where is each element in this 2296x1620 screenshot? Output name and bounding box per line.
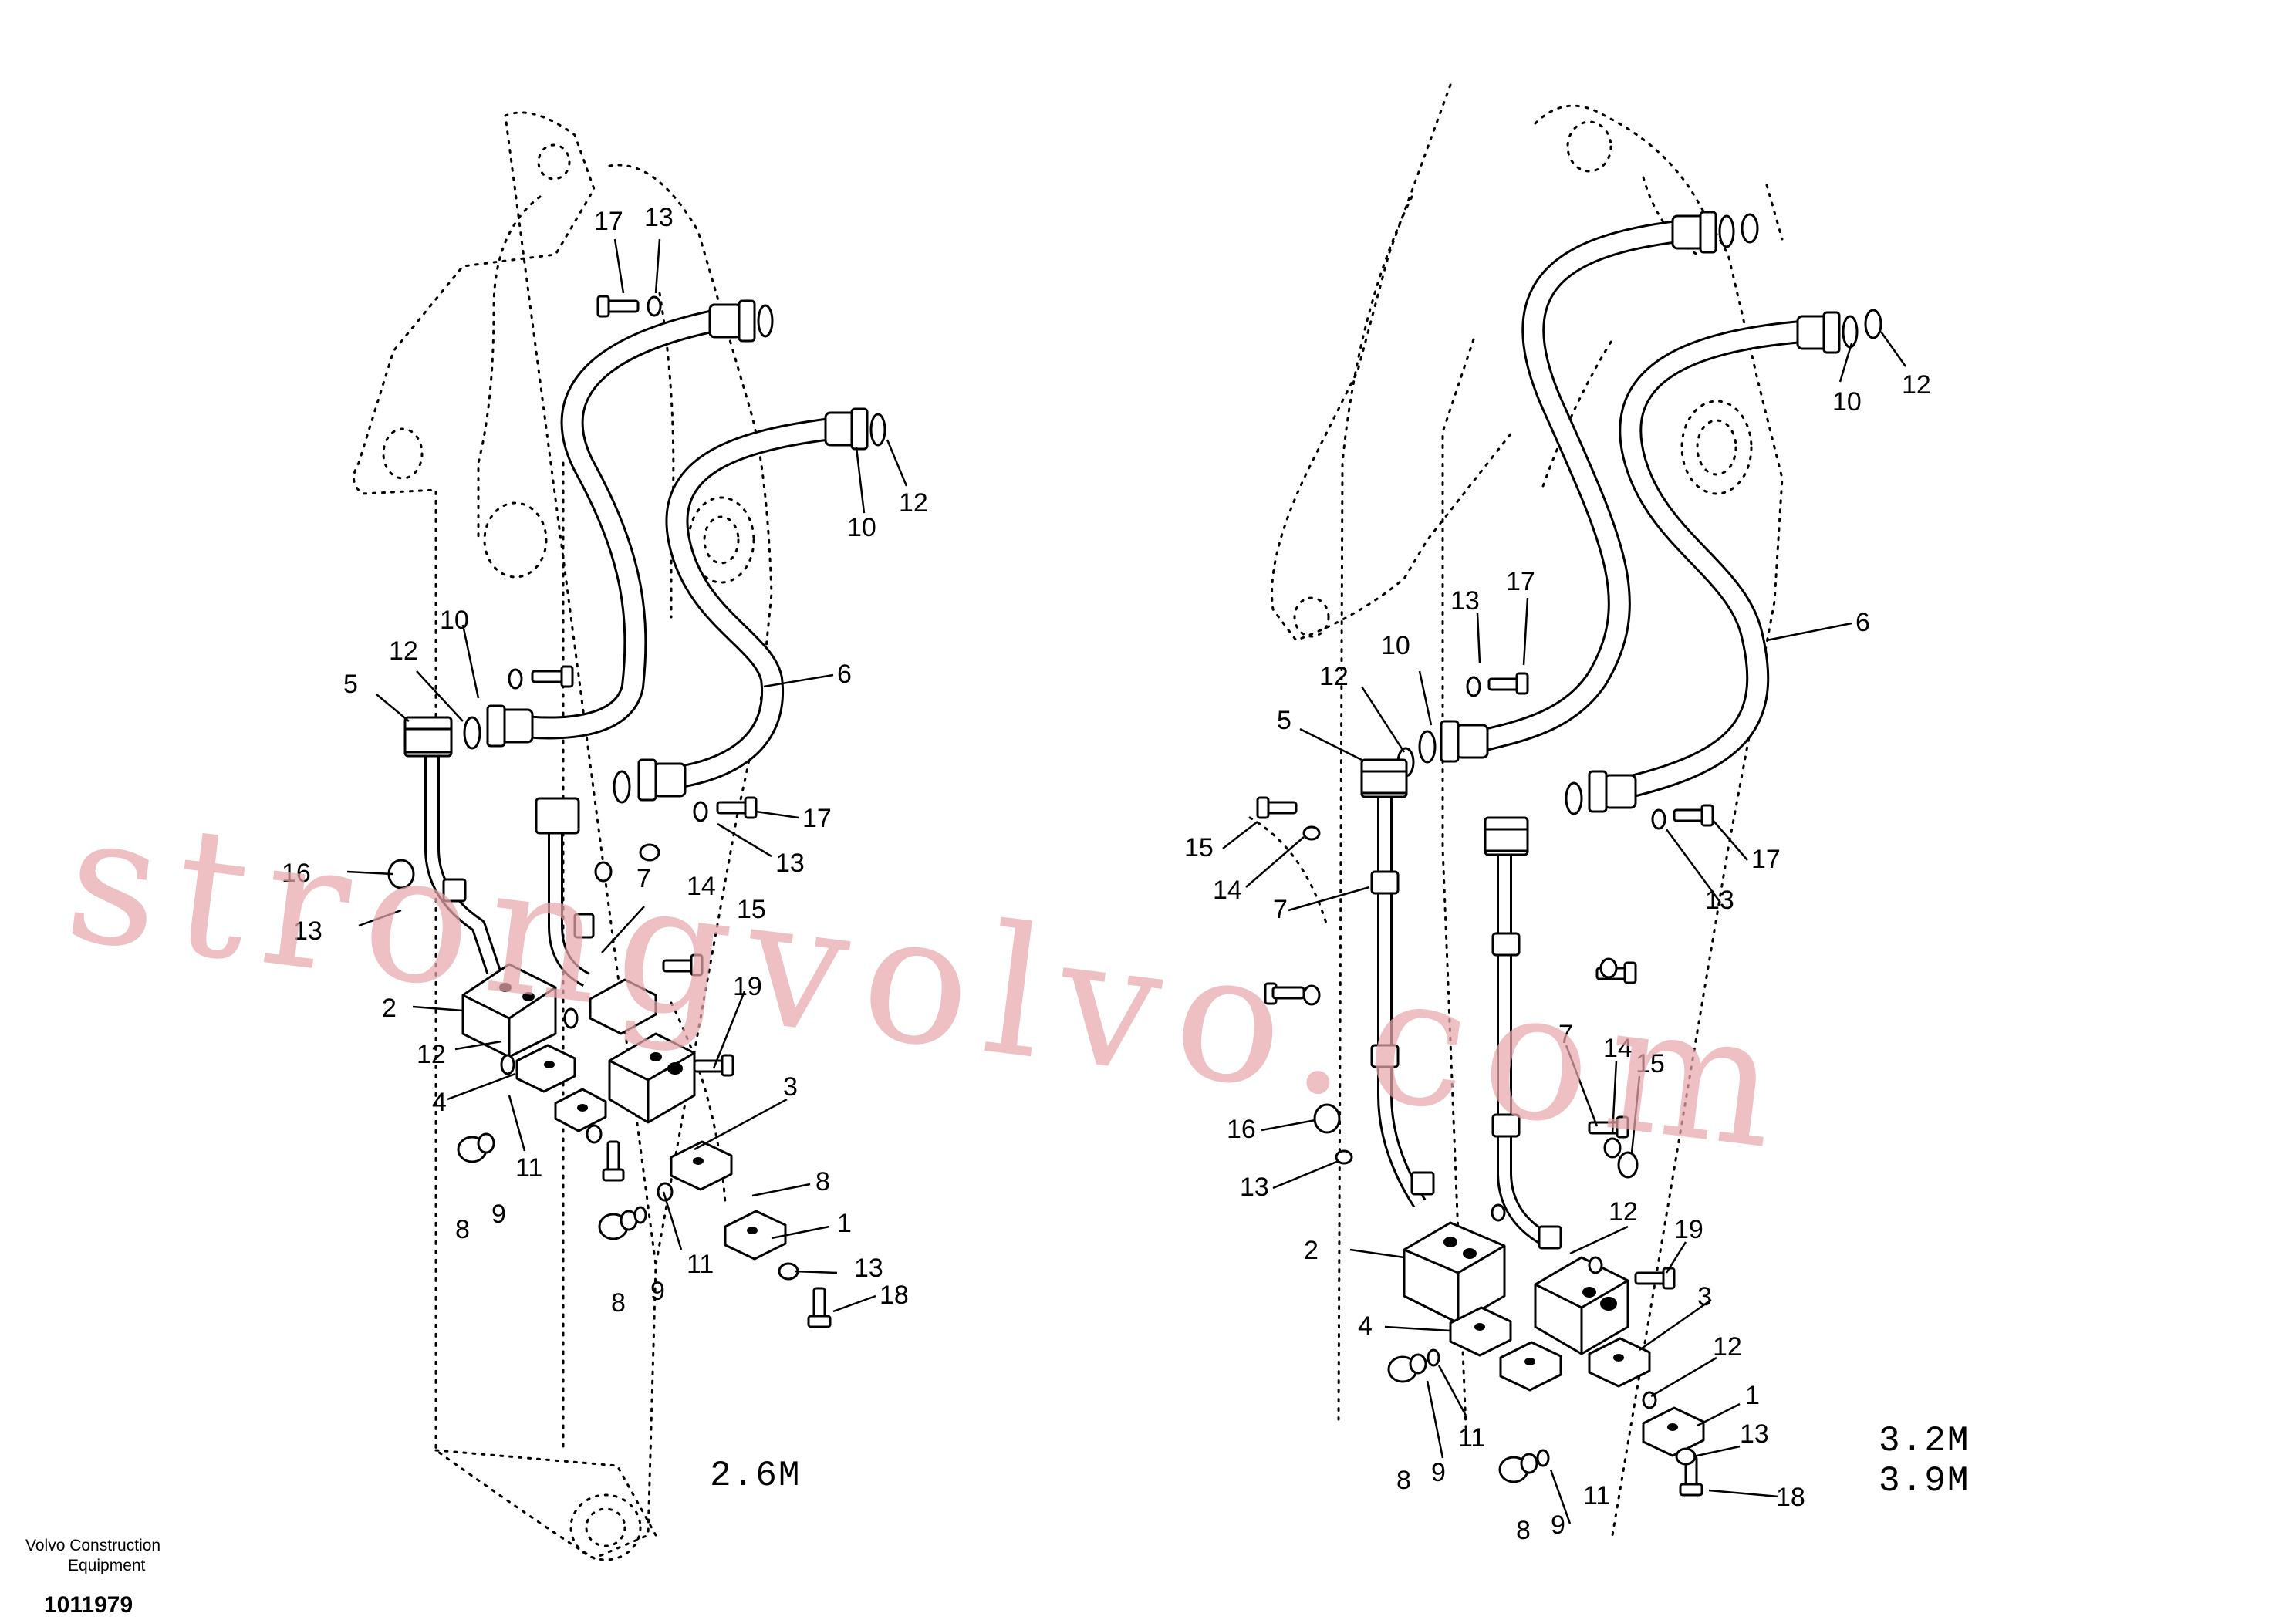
callout: 19 [733, 972, 762, 1001]
callout: 17 [802, 804, 832, 833]
callout: 7 [1273, 895, 1288, 924]
callout: 17 [1751, 845, 1781, 874]
callout: 16 [282, 859, 311, 888]
callout: 11 [687, 1250, 714, 1279]
left-view: 17 13 10 12 12 10 5 6 17 13 16 13 7 14 1… [282, 111, 928, 1561]
callout: 6 [837, 660, 852, 689]
callout: 14 [1213, 876, 1242, 905]
callout: 2 [1304, 1236, 1319, 1265]
callout: 15 [1184, 833, 1214, 862]
left-blocks [461, 963, 787, 1261]
callout: 15 [737, 895, 766, 924]
left-leaders [346, 238, 908, 1313]
right-leaders [1222, 331, 1907, 1524]
left-callouts: 17 13 10 12 12 10 5 6 17 13 16 13 7 14 1… [282, 203, 928, 1318]
variant-label-3-2m: 3.2M [1879, 1421, 1970, 1461]
callout: 13 [1740, 1419, 1769, 1449]
callout: 13 [644, 203, 674, 232]
callout: 13 [1240, 1173, 1269, 1202]
callout: 8 [815, 1167, 830, 1196]
callout: 11 [1583, 1481, 1610, 1510]
left-flange-fittings [463, 299, 886, 804]
callout: 13 [1705, 886, 1734, 915]
callout: 12 [389, 636, 418, 666]
right-view: 10 12 13 17 6 12 10 5 15 14 17 13 7 16 1… [1184, 83, 1970, 1545]
callout: 13 [854, 1254, 883, 1283]
left-bolts [508, 295, 832, 1328]
callout: 15 [1636, 1049, 1665, 1078]
callout: 7 [636, 864, 651, 893]
callout: 14 [1603, 1034, 1633, 1063]
callout: 17 [594, 207, 623, 236]
callout: 3 [783, 1072, 798, 1102]
callout: 2 [382, 994, 397, 1023]
drawing-footer: Volvo Construction Equipment 1011979 [25, 1537, 160, 1618]
callout: 8 [611, 1288, 626, 1318]
callout: 18 [880, 1281, 909, 1310]
right-callouts: 10 12 13 17 6 12 10 5 15 14 17 13 7 16 1… [1184, 370, 1931, 1545]
callout: 14 [687, 872, 716, 901]
drawing-number: 1011979 [44, 1592, 133, 1618]
right-hoses [1454, 220, 1813, 802]
variant-label-2-6m: 2.6M [710, 1456, 801, 1496]
callout: 10 [847, 513, 876, 542]
callout: 7 [1558, 1020, 1573, 1049]
right-flange-fittings [1396, 211, 1882, 815]
callout: 8 [1516, 1516, 1531, 1545]
brand-line-2: Equipment [68, 1557, 146, 1574]
right-small-parts [1302, 957, 1697, 1483]
variant-label-3-9m: 3.9M [1879, 1461, 1970, 1501]
callout: 12 [1713, 1332, 1742, 1362]
callout: 18 [1776, 1483, 1805, 1512]
callout: 1 [1745, 1381, 1760, 1410]
callout: 12 [1609, 1197, 1638, 1227]
callout: 9 [491, 1200, 506, 1229]
brand-line-1: Volvo Construction [25, 1537, 160, 1554]
callout: 11 [1458, 1423, 1485, 1453]
callout: 5 [343, 670, 358, 699]
right-tubes [1360, 758, 1562, 1250]
callout: 12 [1319, 662, 1349, 691]
callout: 9 [650, 1277, 665, 1306]
callout: 4 [1358, 1311, 1373, 1341]
callout: 16 [1227, 1115, 1256, 1144]
callout: 10 [440, 606, 469, 635]
callout: 8 [1396, 1466, 1411, 1495]
callout: 10 [1832, 387, 1862, 417]
callout: 13 [1450, 586, 1480, 616]
callout: 3 [1697, 1282, 1712, 1311]
callout: 10 [1381, 631, 1410, 660]
callout: 12 [899, 488, 928, 518]
callout: 5 [1277, 706, 1292, 735]
callout: 12 [417, 1040, 446, 1069]
callout: 8 [455, 1215, 470, 1244]
callout: 4 [432, 1088, 447, 1117]
left-tubes [403, 716, 595, 987]
callout: 6 [1855, 608, 1870, 637]
callout: 19 [1674, 1215, 1703, 1244]
callout: 13 [775, 849, 805, 878]
callout: 17 [1506, 567, 1535, 596]
left-hoses [498, 309, 849, 791]
callout: 9 [1551, 1510, 1565, 1540]
callout: 11 [515, 1153, 542, 1183]
callout: 12 [1902, 370, 1931, 400]
callout: 1 [837, 1209, 852, 1238]
right-blocks [1403, 1221, 1705, 1457]
callout: 9 [1431, 1458, 1446, 1487]
callout: 13 [293, 916, 322, 946]
watermark: strongvolvo.com [56, 775, 1804, 1191]
